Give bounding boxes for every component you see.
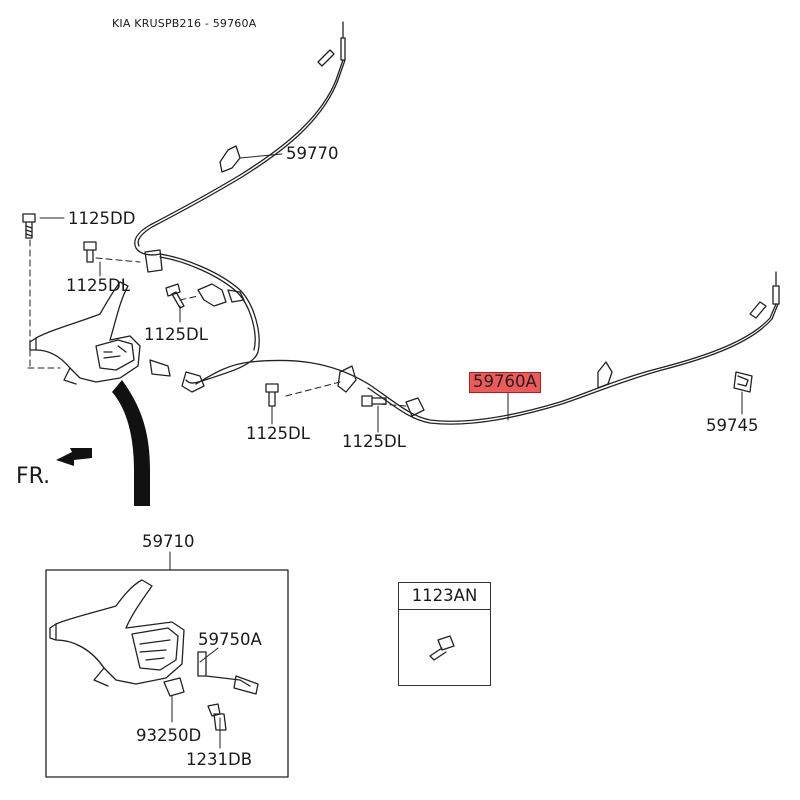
part-label-1123AN[interactable]: 1123AN [399,583,490,610]
part-label-1125DL-c[interactable]: 1125DL [246,424,310,443]
legend-box-1123AN: 1123AN [398,582,491,686]
part-label-59760A[interactable]: 59760A [469,372,541,393]
cable-end-fitting-right [749,301,767,319]
parking-brake-lever-detail [49,579,259,731]
part-label-1231DB[interactable]: 1231DB [186,750,253,769]
connector-59750A [197,651,207,677]
cable-59760A [149,271,780,425]
front-direction-arrow [56,448,92,466]
part-label-1125DL-a[interactable]: 1125DL [66,276,130,295]
locator-lines [27,239,407,407]
part-label-59770[interactable]: 59770 [286,144,339,163]
bolt-1123AN [429,635,455,661]
clip-59745 [733,371,753,393]
bolt-1231DB [207,703,227,731]
part-label-59710[interactable]: 59710 [142,532,195,551]
front-direction-label: FR. [16,464,51,489]
leader-lines [39,153,743,749]
parking-brake-lever-upper [29,281,141,385]
cable-bracket-mid [197,283,245,307]
bolt-1125DL-b [165,283,185,309]
part-label-59750A[interactable]: 59750A [198,630,262,649]
clip-93250D [163,677,185,697]
part-label-93250D[interactable]: 93250D [136,726,202,745]
cable-bracket-center [337,365,357,393]
part-label-59745[interactable]: 59745 [706,416,759,435]
cable-clip-center [405,397,425,417]
part-label-1125DD[interactable]: 1125DD [68,209,136,228]
detail-callout-arrow [112,380,150,506]
cable-59770 [134,21,346,384]
part-label-1125DL-b[interactable]: 1125DL [144,325,208,344]
part-label-1125DL-d[interactable]: 1125DL [342,432,406,451]
detail-box-59710 [45,569,289,778]
equalizer-fitting [181,371,205,393]
cable-end-fitting [317,49,335,67]
cable-bracket-right [597,361,613,389]
cable-bracket-upper [219,145,241,173]
diagram-caption: KIA KRUSPB216 - 59760A [112,17,257,30]
bolt-1125DL-c [265,383,279,407]
cable-clip-left [144,249,163,273]
bolt-1125DL-d [361,395,387,407]
bolt-1125DD [22,213,36,239]
bolt-1125DL-a [83,241,97,263]
